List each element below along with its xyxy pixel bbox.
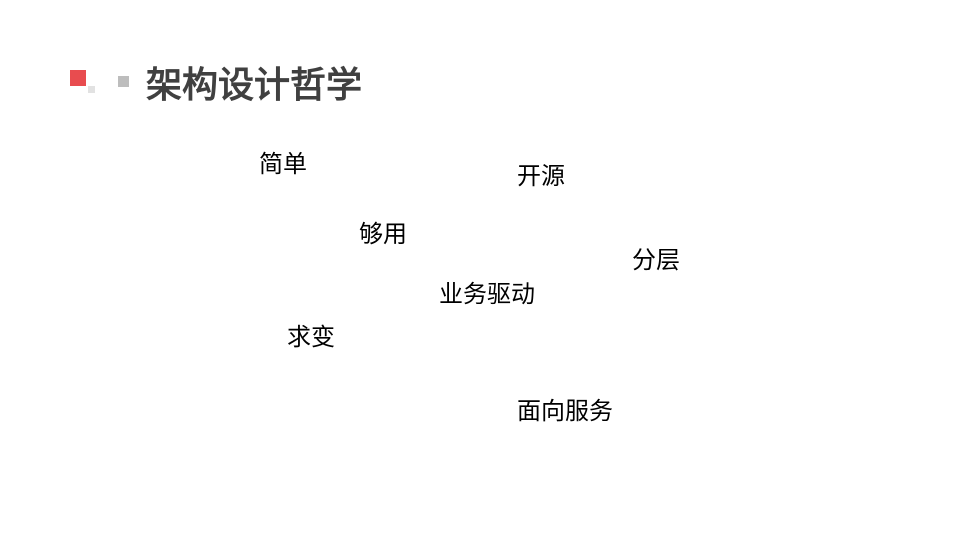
word-business-driven: 业务驱动 bbox=[439, 280, 535, 308]
red-square-icon bbox=[70, 70, 86, 86]
word-service-oriented: 面向服务 bbox=[517, 397, 613, 425]
word-seek-change: 求变 bbox=[287, 323, 335, 351]
title-decoration bbox=[68, 68, 132, 98]
gray-square-icon bbox=[118, 76, 129, 87]
light-square-icon bbox=[88, 86, 95, 93]
slide-title: 架构设计哲学 bbox=[146, 65, 363, 106]
word-open-source: 开源 bbox=[517, 162, 565, 190]
word-layered: 分层 bbox=[632, 246, 680, 274]
word-sufficient: 够用 bbox=[359, 220, 407, 248]
word-simple: 简单 bbox=[259, 150, 307, 178]
